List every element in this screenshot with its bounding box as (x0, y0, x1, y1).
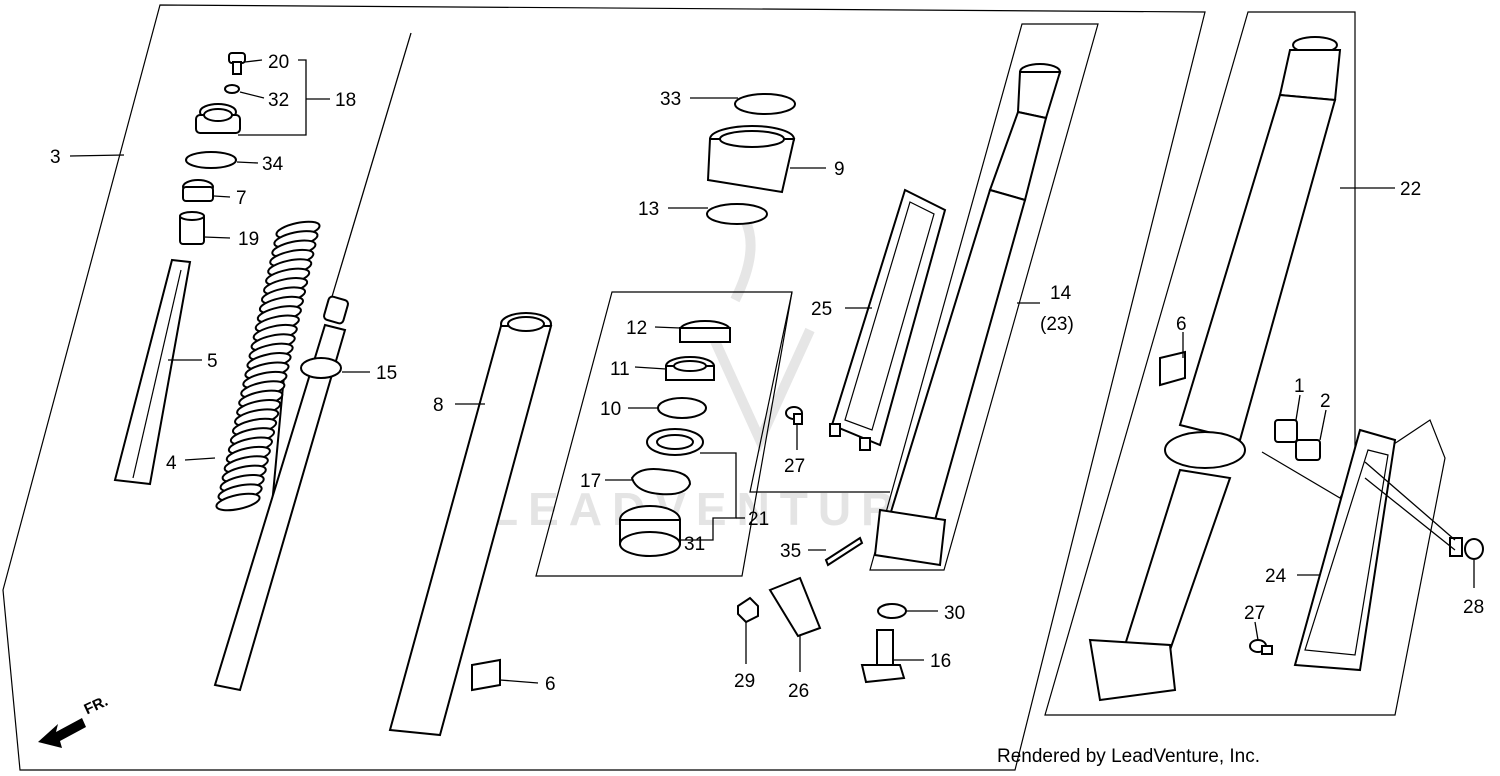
washer-part (224, 84, 240, 94)
slide-6-right-part (1159, 350, 1186, 387)
outer-fork-group-outline (1044, 11, 1446, 716)
callout-30: 30 (944, 603, 965, 624)
cap-bolt-part (228, 52, 246, 75)
collar-19-part (179, 211, 205, 245)
credit-text: Rendered by LeadVenture, Inc. (997, 746, 1261, 767)
callout-11: 11 (610, 359, 630, 380)
bolt-35-part (824, 536, 864, 567)
clip-2-part (1295, 439, 1321, 461)
callout-21: 21 (748, 509, 769, 530)
spring-seat-7-part (182, 179, 214, 202)
callout-15: 15 (376, 363, 397, 384)
watermark-logo (705, 217, 815, 453)
callout-20: 20 (268, 52, 289, 73)
callout-labels: 20 32 18 3 34 7 19 5 15 4 8 6 33 9 13 12… (50, 52, 1484, 702)
callout-17: 17 (580, 471, 601, 492)
bushing-11-part (665, 356, 715, 381)
leader-lines (69, 59, 1475, 684)
callout-32: 32 (268, 90, 289, 111)
clip-13-part (706, 203, 768, 225)
callout-10: 10 (600, 399, 621, 420)
ring-33-part (734, 93, 796, 115)
protector-5-part (113, 258, 192, 486)
outer-tube-8-part (388, 312, 553, 737)
callout-5: 5 (207, 351, 218, 372)
callout-2: 2 (1320, 391, 1331, 412)
clip-17-part (630, 468, 692, 496)
guard-24-part (1293, 428, 1397, 672)
callout-12: 12 (626, 318, 647, 339)
seal-kit-group-outline (535, 291, 793, 577)
oil-seal-part (646, 428, 704, 456)
callout-33: 33 (660, 89, 681, 110)
bushing-12-part (679, 320, 731, 343)
bolt-28-part (1449, 537, 1484, 560)
callout-34: 34 (262, 154, 284, 175)
callout-16: 16 (930, 651, 951, 672)
bolt-27-part (785, 406, 803, 425)
fork-spring-4-part (215, 220, 321, 512)
washer-10-part (657, 397, 707, 419)
callout-23: (23) (1040, 314, 1074, 335)
callout-18: 18 (335, 90, 356, 111)
callout-14: 14 (1050, 283, 1072, 304)
callout-27-right: 27 (1244, 603, 1265, 624)
inner-fork-group-outline (2, 4, 1206, 771)
callout-13: 13 (638, 199, 659, 220)
callout-6-right: 6 (1176, 314, 1187, 335)
inner-tube-14-part (873, 63, 1062, 567)
callout-1: 1 (1294, 376, 1305, 397)
dust-seal-31-part (619, 505, 681, 557)
bolt-16-part (860, 629, 906, 684)
callout-19: 19 (238, 229, 259, 250)
front-arrow-icon (38, 718, 86, 748)
callout-7: 7 (236, 188, 247, 209)
callout-35: 35 (780, 541, 801, 562)
guard-group-outline (749, 291, 890, 493)
spring-coil (215, 492, 261, 512)
outer-tube-22-part (1088, 36, 1342, 702)
callout-24: 24 (1265, 566, 1287, 587)
callout-27: 27 (784, 456, 805, 477)
callout-31: 31 (684, 534, 705, 555)
callout-25: 25 (811, 299, 832, 320)
fork-cap-part (195, 103, 241, 134)
fork-guard-25-part (829, 188, 947, 451)
callout-4: 4 (166, 453, 177, 474)
clip-1-part (1274, 419, 1298, 443)
callout-6: 6 (545, 674, 556, 695)
nut-29-part (737, 596, 759, 624)
callout-28: 28 (1463, 597, 1484, 618)
washer-30-part (877, 603, 907, 619)
callout-29: 29 (734, 671, 755, 692)
callout-3: 3 (50, 147, 61, 168)
bolt-27-right-part (1249, 639, 1273, 655)
slide-6-part (471, 658, 501, 692)
o-ring-34-part (185, 151, 237, 169)
callout-9: 9 (834, 159, 845, 180)
damper-rod-part (213, 32, 412, 692)
inner-tube-group-outline (869, 23, 1099, 571)
callout-22: 22 (1400, 179, 1421, 200)
holder-26-part (768, 576, 822, 638)
callout-8: 8 (433, 395, 444, 416)
bushing-9-part (706, 125, 796, 194)
callout-26: 26 (788, 681, 809, 702)
